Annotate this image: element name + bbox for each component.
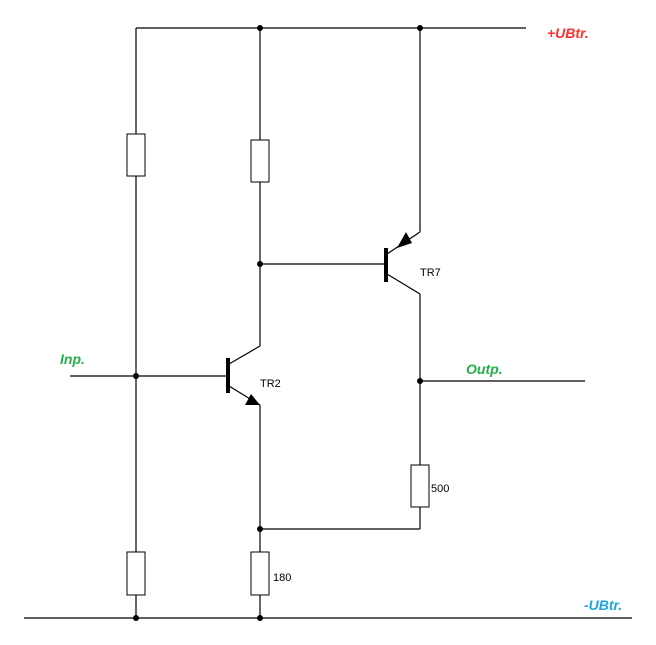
junction-dot xyxy=(133,373,139,379)
junction-dot xyxy=(417,378,423,384)
output-label: Outp. xyxy=(466,361,503,377)
resistor-180-label: 180 xyxy=(273,572,291,584)
junction-dot xyxy=(257,615,263,621)
resistor-180 xyxy=(250,551,270,596)
tr2-emitter-arrow-icon xyxy=(245,394,260,405)
junction-dot xyxy=(257,526,263,532)
transistor-tr7 xyxy=(384,28,421,465)
tr2-label: TR2 xyxy=(260,378,281,390)
tr7-collector-lead xyxy=(386,273,421,295)
tr7-label: TR7 xyxy=(420,267,441,279)
resistor-collector xyxy=(250,139,270,183)
transistor-tr2 xyxy=(226,345,261,552)
junction-dot xyxy=(133,615,139,621)
resistor-500 xyxy=(410,464,430,508)
resistor-500-label: 500 xyxy=(431,483,449,495)
positive-supply-label: +UBtr. xyxy=(547,25,589,41)
junction-dot xyxy=(257,261,263,267)
tr2-collector-lead xyxy=(228,345,261,365)
input-label: Inp. xyxy=(60,351,85,367)
resistor-bias-top xyxy=(126,133,146,177)
bias-divider-branch xyxy=(126,28,146,618)
junction-dot xyxy=(257,25,263,31)
output-resistor-branch xyxy=(260,464,430,530)
tr7-emitter-arrow-icon xyxy=(397,232,412,248)
negative-supply-label: -UBtr. xyxy=(584,597,622,613)
junction-dot xyxy=(417,25,423,31)
collector-branch xyxy=(250,28,270,346)
emitter-resistor-branch xyxy=(250,551,270,618)
resistor-bias-bottom xyxy=(126,551,146,596)
